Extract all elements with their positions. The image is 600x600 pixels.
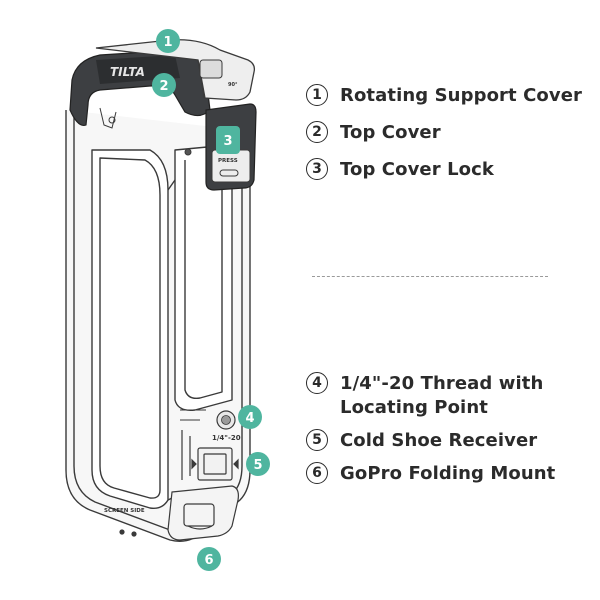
legend-label-thread: 1/4"-20 Thread with Locating Point: [340, 372, 543, 420]
legend-number-4: 4: [306, 372, 328, 394]
angle-marking: 90°: [228, 82, 238, 88]
callout-1-number: 1: [163, 35, 172, 50]
press-marking: PRESS: [218, 158, 238, 164]
callout-6-number: 6: [204, 553, 213, 568]
callout-4-number: 4: [245, 411, 254, 426]
legend-item-top-cover: 2 Top Cover: [306, 121, 441, 145]
cold-shoe-receiver: [181, 430, 239, 481]
callout-5-number: 5: [253, 458, 262, 473]
legend-label-thread-line1: 1/4"-20 Thread with: [340, 373, 544, 394]
callout-2: 2: [152, 73, 176, 97]
legend-item-rotating-support-cover: 1 Rotating Support Cover: [306, 84, 582, 108]
callout-3: 3: [216, 126, 240, 154]
gopro-mount: SCREEN SIDE: [104, 485, 239, 541]
callout-3-number: 3: [223, 134, 232, 149]
legend-label-cold-shoe: Cold Shoe Receiver: [340, 430, 538, 451]
legend-label-rotating-support-cover: Rotating Support Cover: [340, 85, 582, 106]
legend-label-top-cover: Top Cover: [340, 122, 441, 143]
section-divider: [312, 276, 548, 277]
legend-label-top-cover-lock: Top Cover Lock: [340, 159, 494, 180]
legend-number-2: 2: [306, 121, 328, 143]
legend-item-thread: 4 1/4"-20 Thread with Locating Point: [306, 372, 543, 420]
rotating-support-cover: 90°: [95, 39, 256, 101]
legend-item-top-cover-lock: 3 Top Cover Lock: [306, 158, 494, 182]
legend-number-5: 5: [306, 429, 328, 451]
callout-5: 5: [246, 452, 270, 476]
legend-number-6: 6: [306, 462, 328, 484]
legend-label-thread-line2: Locating Point: [340, 397, 488, 418]
screen-side-marking: SCREEN SIDE: [104, 508, 145, 514]
thread-mount: 1/4"-20: [180, 409, 241, 442]
callout-2-number: 2: [159, 79, 168, 94]
legend-number-3: 3: [306, 158, 328, 180]
legend-number-1: 1: [306, 84, 328, 106]
hinge-details: [99, 107, 192, 156]
brand-logo-text: TILTA: [110, 65, 145, 79]
legend-item-gopro-mount: 6 GoPro Folding Mount: [306, 462, 555, 486]
cage-illustration: TILTA 90° PRESS 1/4"-20 SCREE: [65, 29, 270, 571]
legend-item-cold-shoe: 5 Cold Shoe Receiver: [306, 429, 537, 453]
callout-4: 4: [238, 405, 262, 429]
legend-label-gopro-mount: GoPro Folding Mount: [340, 463, 556, 484]
callout-6: 6: [197, 547, 221, 571]
callout-1: 1: [156, 29, 180, 53]
thread-marking: 1/4"-20: [212, 434, 241, 442]
